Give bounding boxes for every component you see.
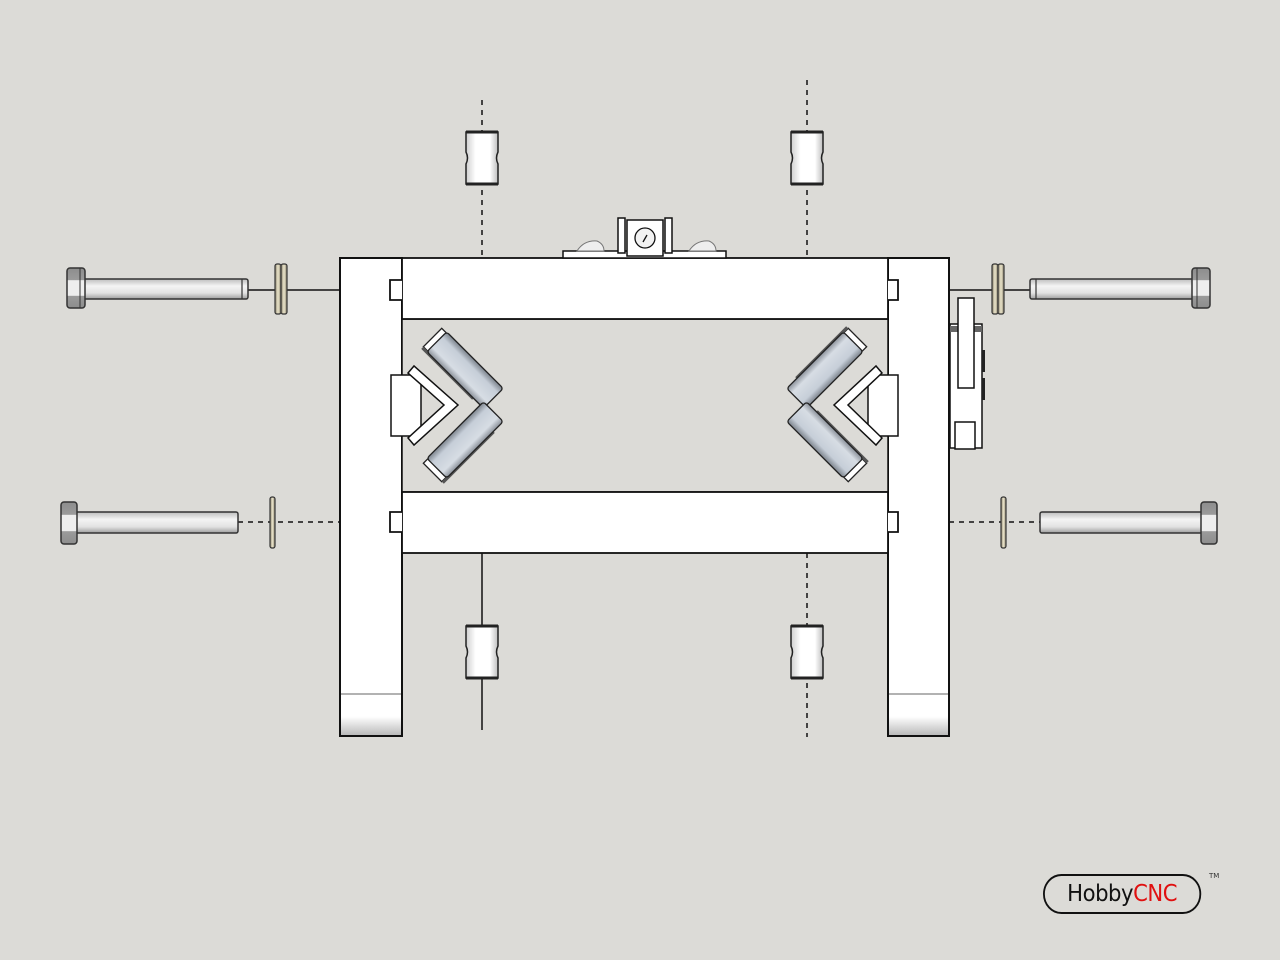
spacer-top-right — [789, 130, 825, 186]
bolt-top-left — [66, 267, 249, 309]
right-side-switch-plate — [949, 297, 985, 450]
u-shaped-frame — [339, 257, 950, 737]
logo-text-cnc: CNC — [1133, 881, 1178, 907]
logo-text-hobby: Hobby — [1067, 881, 1134, 907]
washer-bottom-right — [1000, 496, 1007, 549]
left-bearing-pair — [406, 326, 506, 485]
spacer-bottom-left — [464, 624, 500, 680]
bolt-bottom-right — [1039, 501, 1218, 545]
spacer-bottom-right — [789, 624, 825, 680]
trademark-mark: TM — [1209, 872, 1220, 880]
bolt-top-right — [1029, 267, 1211, 309]
center-mount-bracket — [562, 217, 727, 259]
washer-bottom-left — [269, 496, 276, 549]
right-bearing-pair — [784, 325, 884, 484]
spacer-top-left — [464, 130, 500, 186]
washer-top-left — [274, 263, 288, 315]
top-crossbar — [389, 257, 899, 320]
washer-top-right — [991, 263, 1005, 315]
bolt-bottom-left — [60, 501, 239, 545]
bottom-crossbar — [389, 491, 899, 554]
